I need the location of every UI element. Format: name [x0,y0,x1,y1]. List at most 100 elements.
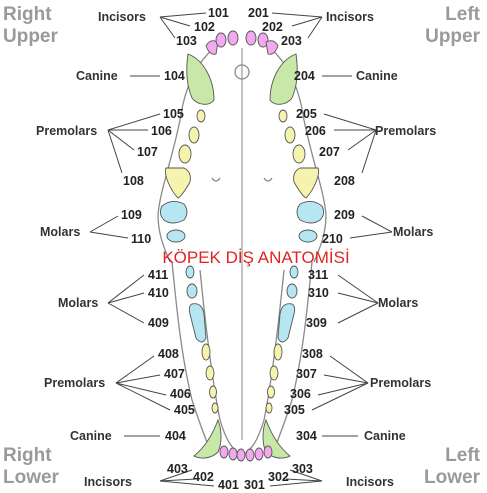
corner-labels: Right Upper Left Upper Right Lower Left … [3,4,481,488]
tooth-403-shape [219,445,229,459]
tooth-number-402: 402 [193,470,214,484]
tooth-number-303: 303 [292,462,313,476]
tooth-410-shape [186,283,198,299]
tooth-number-202: 202 [262,20,283,34]
tooth-206-shape [284,126,296,144]
canine-label-lower-right: Canine [70,429,112,443]
tooth-210-shape [298,229,318,243]
tooth-number-407: 407 [164,367,185,381]
tooth-404-shape [193,418,222,459]
tooth-407-shape [205,365,215,381]
tooth-311-shape [289,265,299,279]
tooth-number-404: 404 [165,429,186,443]
tooth-204-shape [269,53,298,105]
tooth-number-405: 405 [174,403,195,417]
tooth-number-104: 104 [164,69,185,83]
tooth-411-shape [185,265,195,279]
molars-label-upper-right: Molars [40,225,80,239]
right-lower-label-line2: Lower [3,467,60,488]
tooth-406-shape [209,385,217,399]
tooth-107-shape [178,144,192,164]
premolars-label-lower-right: Premolars [44,376,105,390]
tooth-number-307: 307 [296,367,317,381]
tooth-number-304: 304 [296,429,317,443]
leader-lines [89,12,393,487]
tooth-207-shape [292,144,306,164]
diagram-title: KÖPEK DİŞ ANATOMİSİ [162,248,349,267]
tooth-309-shape [277,303,296,343]
tooth-number-107: 107 [137,145,158,159]
tooth-number-306: 306 [290,387,311,401]
canine-label-lower-left: Canine [364,429,406,443]
tooth-number-311: 311 [308,268,328,282]
tooth-408-shape [201,343,211,361]
tooth-numbers: 101 102 103 201 202 203 104 204 105 106 … [121,6,355,492]
tooth-number-201: 201 [248,6,269,20]
tooth-208-shape [293,167,320,199]
molars-label-lower-right: Molars [58,296,98,310]
canine-label-upper-right: Canine [76,69,118,83]
tooth-number-103: 103 [176,34,197,48]
tooth-101-shape [227,30,239,46]
tooth-106-shape [188,126,200,144]
tooth-number-410: 410 [148,286,169,300]
tooth-203-shape [265,40,279,55]
incisive-papilla-marker [234,64,250,80]
tooth-105-shape [196,109,206,123]
tooth-402-shape [228,447,238,461]
left-upper-label-line1: Left [445,4,481,25]
tooth-number-302: 302 [268,470,289,484]
tooth-number-401: 401 [218,478,239,492]
tooth-305-shape [265,402,273,414]
tooth-number-209: 209 [334,208,355,222]
canine-label-upper-left: Canine [356,69,398,83]
palate-ruga-right [211,177,221,182]
tooth-306-shape [267,385,275,399]
tooth-number-409: 409 [148,316,169,330]
tooth-409-shape [188,303,207,343]
tooth-number-109: 109 [121,208,142,222]
tooth-401-shape [236,448,246,462]
right-upper-label-line2: Upper [3,26,59,47]
tooth-201-shape [245,30,257,46]
tooth-405-shape [211,402,219,414]
teeth-shapes [159,30,325,462]
tooth-104-shape [186,53,215,105]
molars-label-upper-left: Molars [393,225,433,239]
tooth-number-108: 108 [123,174,144,188]
tooth-number-207: 207 [319,145,340,159]
tooth-number-105: 105 [163,107,184,121]
left-lower-label-line2: Lower [424,467,481,488]
tooth-205-shape [278,109,288,123]
tooth-number-102: 102 [194,20,215,34]
tooth-310-shape [286,283,298,299]
tooth-308-shape [273,343,283,361]
left-lower-label-line1: Left [445,445,481,466]
tooth-number-408: 408 [158,347,179,361]
tooth-108-shape [164,167,191,199]
incisors-label-upper-right: Incisors [98,10,146,24]
tooth-number-301: 301 [244,478,265,492]
group-labels: Incisors Incisors Canine Canine Premolar… [36,10,436,489]
incisors-label-lower-left: Incisors [346,475,394,489]
tooth-number-310: 310 [308,286,329,300]
tooth-number-204: 204 [294,69,315,83]
premolars-label-upper-right: Premolars [36,124,97,138]
tooth-number-305: 305 [284,403,305,417]
tooth-number-206: 206 [305,124,326,138]
tooth-302-shape [254,447,264,461]
tooth-202-shape [257,32,269,48]
tooth-number-101: 101 [208,6,229,20]
premolars-label-upper-left: Premolars [375,124,436,138]
incisors-label-upper-left: Incisors [326,10,374,24]
tooth-303-shape [263,445,273,459]
tooth-number-309: 309 [306,316,327,330]
tooth-number-406: 406 [170,387,191,401]
tooth-301-shape [245,448,255,462]
tooth-number-403: 403 [167,462,188,476]
tooth-109-shape [159,201,188,224]
molars-label-lower-left: Molars [378,296,418,310]
tooth-103-shape [205,40,219,55]
tooth-number-210: 210 [322,232,343,246]
